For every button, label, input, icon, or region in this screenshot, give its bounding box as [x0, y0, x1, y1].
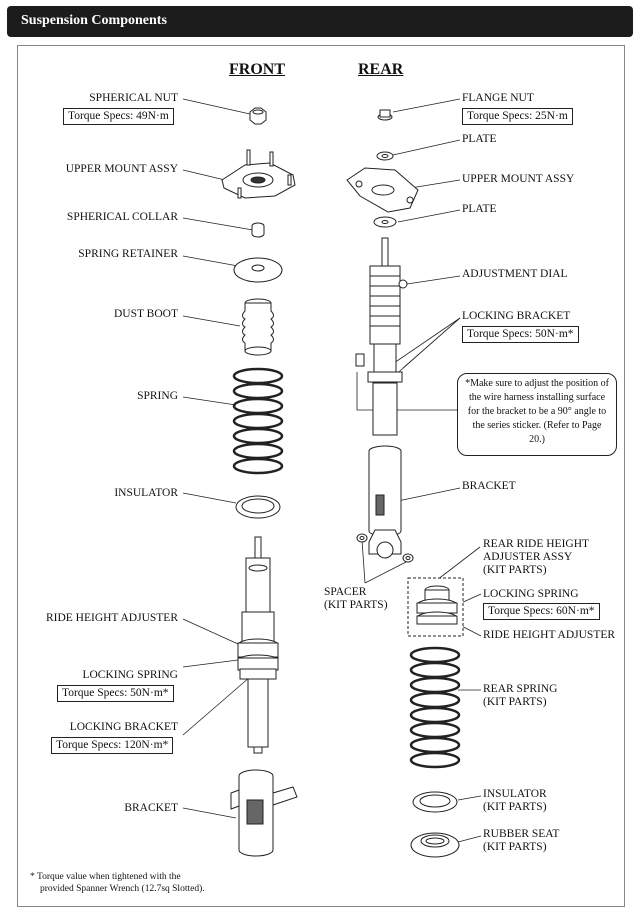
label-front-insulator: INSULATOR — [114, 487, 178, 499]
front-shock — [237, 536, 279, 754]
label-rear-ride-adj-assy-3: (KIT PARTS) — [483, 564, 547, 576]
rear-rubber-seat — [410, 832, 460, 858]
label-dust-boot: DUST BOOT — [113, 308, 178, 320]
front-leader-lines — [182, 98, 254, 819]
label-rear-locking-bracket: LOCKING BRACKET — [462, 310, 571, 322]
torque-front-locking-bracket: Torque Specs: 120N·m* — [51, 737, 174, 754]
torque-flange-nut: Torque Specs: 25N·m — [462, 108, 573, 125]
bracket-position-note: *Make sure to adjust the position of the… — [457, 373, 617, 456]
label-flange-nut: FLANGE NUT — [462, 92, 534, 104]
label-rear-bracket: BRACKET — [462, 480, 516, 492]
front-dust-boot — [242, 298, 274, 356]
label-rear-insulator-1: INSULATOR — [483, 788, 547, 800]
label-spacer: SPACER — [324, 586, 367, 598]
footnote-line-1: * Torque value when tightened with the — [30, 872, 181, 882]
front-spring — [232, 367, 284, 475]
front-insulator — [235, 495, 281, 519]
rear-column-title: REAR — [358, 61, 404, 78]
label-rubber-seat-1: RUBBER SEAT — [483, 828, 560, 840]
label-spherical-nut: SPHERICAL NUT — [89, 92, 178, 104]
torque-rear-locking-bracket: Torque Specs: 50N·m* — [462, 326, 579, 343]
label-rear-upper-mount: UPPER MOUNT ASSY — [462, 173, 575, 185]
label-adjustment-dial: ADJUSTMENT DIAL — [462, 268, 568, 280]
label-front-bracket: BRACKET — [124, 802, 178, 814]
rear-ride-height-adjuster-assy — [407, 577, 464, 637]
diagram-frame — [17, 45, 625, 907]
rear-spacers — [356, 533, 414, 563]
front-upper-mount — [221, 149, 296, 199]
label-front-locking-spring: LOCKING SPRING — [82, 669, 178, 681]
label-rear-ride-height-adjuster: RIDE HEIGHT ADJUSTER — [483, 629, 616, 641]
section-title: Suspension Components — [21, 13, 167, 28]
label-rear-plate-top: PLATE — [462, 133, 497, 145]
footnote-line-2: provided Spanner Wrench (12.7sq Slotted)… — [40, 884, 205, 894]
label-front-upper-mount: UPPER MOUNT ASSY — [65, 163, 178, 175]
label-rear-ride-adj-assy-2: ADJUSTER ASSY — [483, 551, 573, 563]
front-column-title: FRONT — [229, 61, 285, 78]
footnote: * Torque value when tightened with the p… — [30, 871, 205, 895]
label-rear-locking-spring: LOCKING SPRING — [483, 588, 579, 600]
label-spring-retainer: SPRING RETAINER — [78, 248, 178, 260]
front-spherical-collar — [251, 222, 265, 238]
rear-flange-nut — [377, 109, 393, 121]
label-rear-ride-adj-assy-1: REAR RIDE HEIGHT — [483, 538, 590, 550]
label-rubber-seat-2: (KIT PARTS) — [483, 841, 547, 853]
label-rear-spring-2: (KIT PARTS) — [483, 696, 547, 708]
label-rear-insulator-2: (KIT PARTS) — [483, 801, 547, 813]
label-rear-plate-bottom: PLATE — [462, 203, 497, 215]
torque-front-locking-spring: Torque Specs: 50N·m* — [57, 685, 174, 702]
front-spring-retainer — [233, 257, 283, 283]
rear-plate-top — [376, 151, 394, 161]
rear-plate-bottom — [373, 216, 397, 228]
torque-spherical-nut: Torque Specs: 49N·m — [63, 108, 174, 125]
rear-bracket — [368, 445, 402, 559]
label-front-locking-bracket: LOCKING BRACKET — [69, 721, 178, 733]
torque-rear-locking-spring: Torque Specs: 60N·m* — [483, 603, 600, 620]
section-header: Suspension Components — [7, 6, 633, 37]
front-spherical-nut — [249, 107, 267, 125]
front-bracket — [230, 769, 298, 857]
rear-upper-mount — [346, 167, 419, 213]
label-rear-spring-1: REAR SPRING — [483, 683, 558, 695]
label-front-spring: SPRING — [137, 390, 178, 402]
label-front-ride-height-adjuster: RIDE HEIGHT ADJUSTER — [45, 612, 178, 624]
rear-spring — [409, 646, 461, 769]
label-spacer-kit: (KIT PARTS) — [324, 599, 388, 611]
label-spherical-collar: SPHERICAL COLLAR — [66, 211, 178, 223]
rear-insulator — [412, 791, 458, 813]
rear-shock — [355, 237, 408, 436]
